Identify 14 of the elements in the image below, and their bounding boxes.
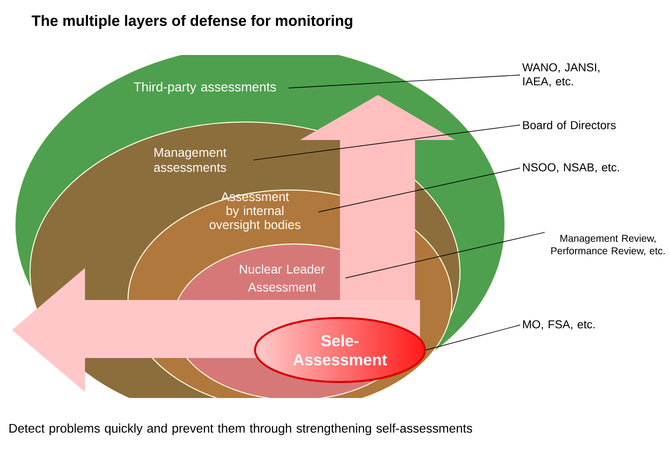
leader-line	[318, 168, 520, 212]
leader-line	[288, 74, 520, 88]
annotation-text: Board of Directors	[523, 120, 616, 130]
layer-label: Third-party assessments	[134, 82, 276, 94]
caption: Detect problems quickly and prevent them through strengthening self-assessments	[10, 424, 472, 436]
annotation-text: NSOO, NSAB, etc.	[523, 163, 619, 173]
title: The multiple layers of defense for monitoring	[32, 14, 352, 30]
annotation-text: MO, FSA, etc.	[523, 320, 595, 330]
annotation-text: Management Review, Performance Review, etc.	[551, 234, 665, 256]
leader-line	[253, 124, 520, 160]
annotation-text: WANO, JANSI, IAEA, etc.	[522, 63, 600, 87]
layer-label: Nuclear Leader Assessment	[240, 264, 325, 292]
leader-line	[345, 232, 546, 278]
layer-label: Management assessments	[154, 148, 226, 172]
